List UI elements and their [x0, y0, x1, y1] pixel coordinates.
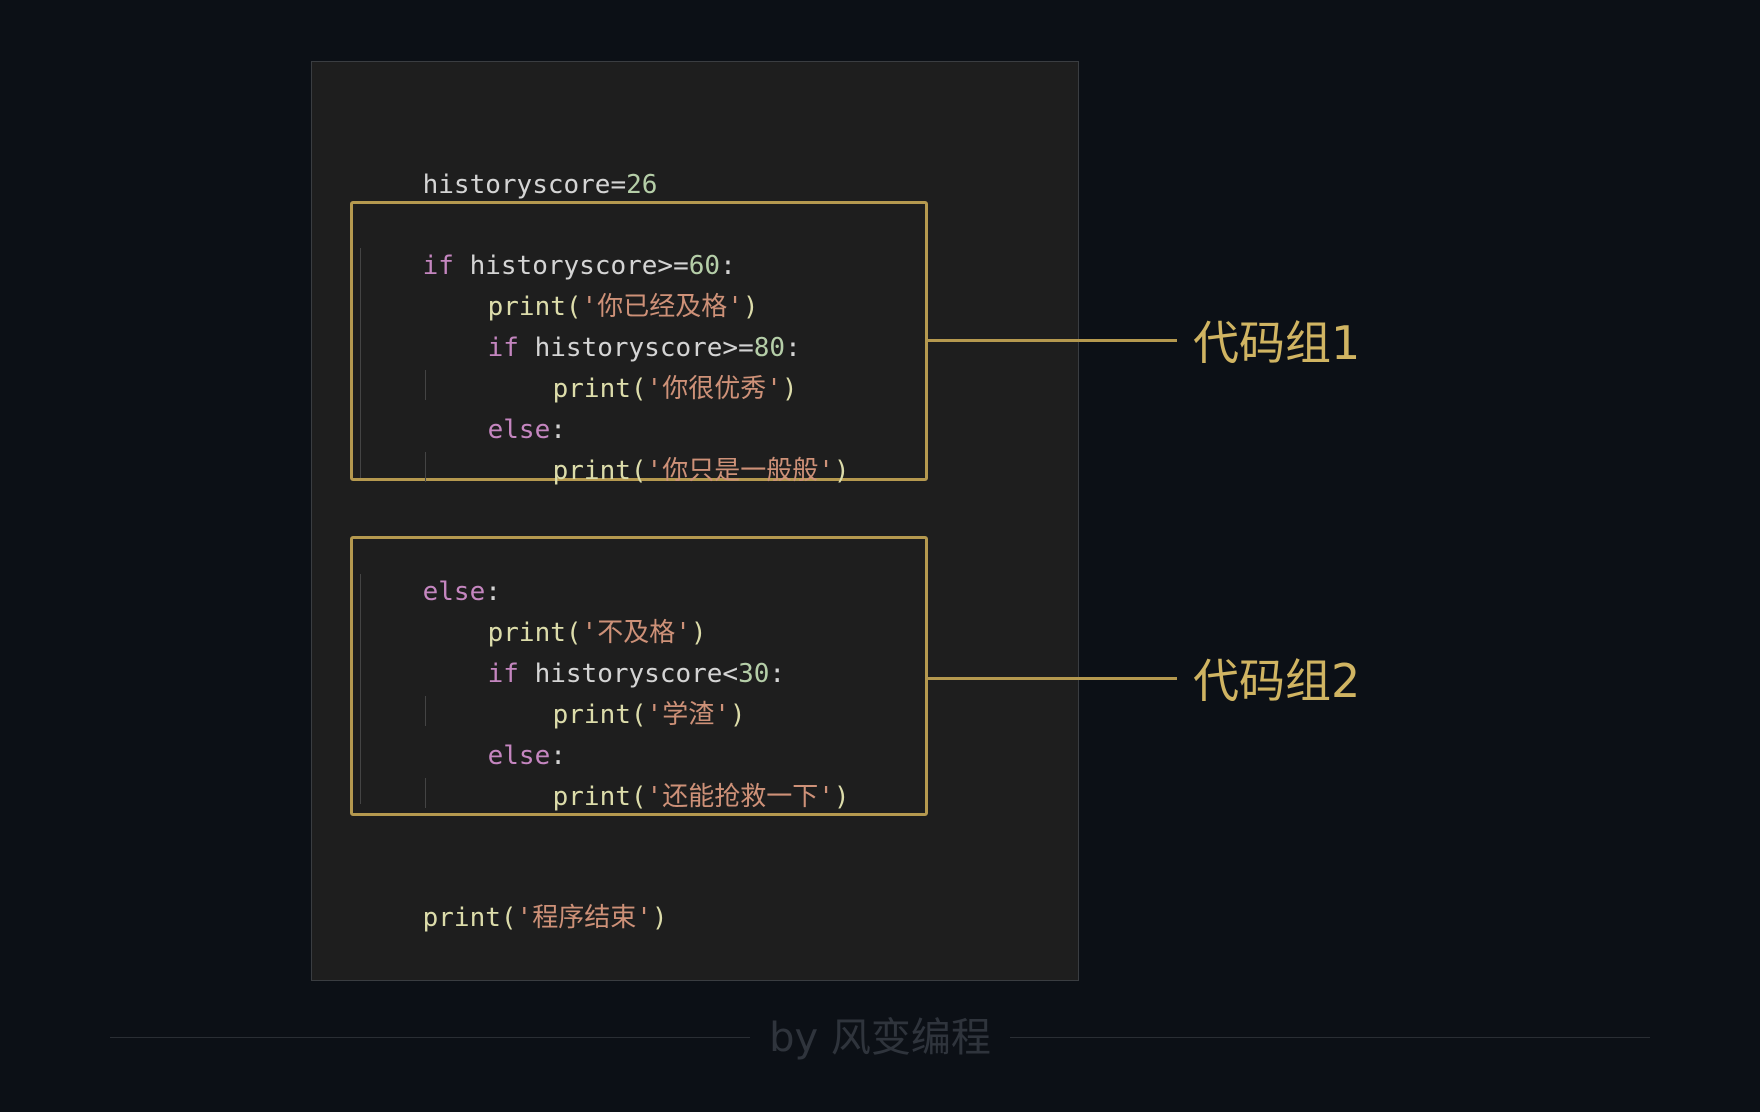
- code-line: print('学渣'): [552, 700, 746, 730]
- code-line-assign: historyscore=26: [422, 170, 658, 200]
- code-group-1-box: [350, 201, 928, 481]
- group-label-1: 代码组1: [1193, 316, 1361, 370]
- code-line: else:: [422, 577, 501, 607]
- indent-guide: [425, 370, 426, 400]
- indent-guide: [425, 696, 426, 726]
- code-line: else:: [487, 415, 566, 445]
- footer-rule-right: [1010, 1037, 1650, 1038]
- footer-rule-left: [110, 1037, 750, 1038]
- indent-guide: [360, 574, 361, 804]
- code-line: print('还能抢救一下'): [552, 782, 850, 812]
- code-group-2-box: [350, 536, 928, 816]
- footer-credit: by 风变编程: [0, 1014, 1760, 1062]
- indent-guide: [425, 452, 426, 482]
- code-line: if historyscore<30:: [487, 659, 786, 689]
- code-line: else:: [487, 741, 566, 771]
- indent-guide: [360, 248, 361, 478]
- code-line: if historyscore>=80:: [487, 333, 801, 363]
- group-label-2: 代码组2: [1193, 654, 1361, 708]
- code-line: print('你已经及格'): [487, 292, 759, 322]
- connector-line-2: [927, 677, 1177, 680]
- code-line-final: print('程序结束'): [422, 903, 668, 933]
- code-line: print('不及格'): [487, 618, 707, 648]
- code-line: print('你很优秀'): [552, 374, 798, 404]
- indent-guide: [425, 778, 426, 808]
- code-line: if historyscore>=60:: [422, 251, 736, 281]
- code-line: print('你只是一般般'): [552, 456, 850, 486]
- connector-line-1: [927, 339, 1177, 342]
- code-panel: historyscore=26 if historyscore>=60: pri…: [311, 61, 1079, 981]
